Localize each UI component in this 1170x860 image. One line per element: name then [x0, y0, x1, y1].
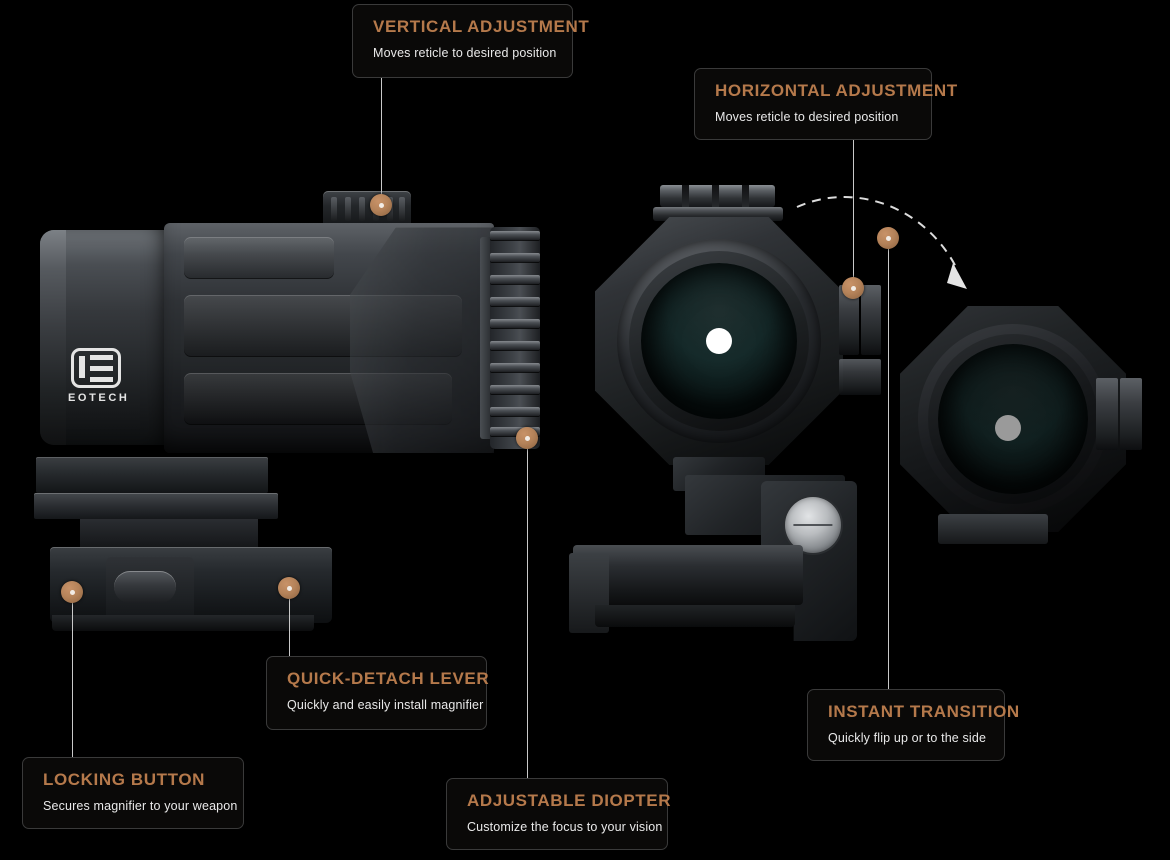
- callout-instant-transition[interactable]: INSTANT TRANSITION Quickly flip up or to…: [807, 689, 1020, 761]
- callout-quick-detach-lever[interactable]: QUICK-DETACH LEVER Quickly and easily in…: [266, 656, 490, 730]
- callout-title: QUICK-DETACH LEVER: [287, 669, 490, 688]
- marker-quick-detach-lever[interactable]: [278, 577, 300, 599]
- leader-locking-button: [72, 602, 73, 758]
- front-rail-clamp: [573, 545, 803, 605]
- magnifier-side-view: EOTECH: [28, 185, 558, 640]
- windage-adjustment-clamp-a[interactable]: [839, 285, 859, 355]
- mount-foot: [52, 615, 314, 631]
- pivot-lock-screw[interactable]: [785, 497, 841, 553]
- magnifier-flipped-view: [900, 300, 1150, 560]
- eotech-wordmark: EOTECH: [68, 392, 130, 404]
- callout-subtitle: Quickly and easily install magnifier: [287, 697, 484, 712]
- marker-instant-transition[interactable]: [877, 227, 899, 249]
- leader-instant-transition: [888, 248, 889, 689]
- marker-locking-button[interactable]: [61, 581, 83, 603]
- callout-vertical-adjustment[interactable]: VERTICAL ADJUSTMENT Moves reticle to des…: [352, 4, 590, 78]
- front-clamp-foot: [595, 605, 795, 627]
- callout-title: INSTANT TRANSITION: [828, 702, 1020, 721]
- leader-vertical-adjustment: [381, 78, 382, 198]
- callout-title: LOCKING BUTTON: [43, 770, 206, 789]
- adjustable-diopter-ring[interactable]: [490, 227, 540, 449]
- callout-subtitle: Moves reticle to desired position: [373, 45, 557, 60]
- callout-adjustable-diopter[interactable]: ADJUSTABLE DIOPTER Customize the focus t…: [446, 778, 672, 850]
- leader-horizontal-adjustment: [853, 140, 854, 287]
- magnifier-front-view: [565, 185, 905, 641]
- callout-locking-button[interactable]: LOCKING BUTTON Secures magnifier to your…: [22, 757, 244, 829]
- flipped-rail-clamp-a: [1096, 378, 1118, 450]
- quick-detach-lever[interactable]: [114, 571, 176, 603]
- callout-subtitle: Customize the focus to your vision: [467, 819, 663, 834]
- magnifier-body-housing: [164, 223, 494, 453]
- magnifier-tube: EOTECH: [40, 230, 170, 445]
- flipped-mount-base: [938, 514, 1048, 544]
- marker-horizontal-adjustment[interactable]: [842, 277, 864, 299]
- windage-adjustment-block: [839, 359, 881, 395]
- callout-horizontal-adjustment[interactable]: HORIZONTAL ADJUSTMENT Moves reticle to d…: [694, 68, 958, 140]
- windage-adjustment-clamp-b[interactable]: [861, 285, 881, 355]
- leader-adjustable-diopter: [527, 448, 528, 778]
- tube-front-cap: [40, 230, 66, 445]
- callout-subtitle: Moves reticle to desired position: [715, 109, 899, 124]
- marker-vertical-adjustment[interactable]: [370, 194, 392, 216]
- marker-adjustable-diopter[interactable]: [516, 427, 538, 449]
- mount-upper-plate: [36, 457, 268, 493]
- eotech-logo-mark: [71, 348, 121, 388]
- front-top-rail: [660, 185, 775, 207]
- mount-lower-plate: [34, 493, 278, 519]
- vertical-adjustment-turret[interactable]: [323, 191, 411, 227]
- flipped-lens-glint-highlight: [995, 415, 1021, 441]
- callout-title: ADJUSTABLE DIOPTER: [467, 791, 672, 810]
- flipped-rail-clamp-b: [1120, 378, 1142, 450]
- callout-title: VERTICAL ADJUSTMENT: [373, 17, 590, 36]
- lens-glint-highlight: [706, 328, 732, 354]
- callout-title: HORIZONTAL ADJUSTMENT: [715, 81, 958, 100]
- callout-subtitle: Quickly flip up or to the side: [828, 730, 987, 745]
- leader-quick-detach-lever: [289, 598, 290, 656]
- body-bevel-face: [350, 227, 494, 453]
- callout-subtitle: Secures magnifier to your weapon: [43, 798, 238, 813]
- eotech-logo: EOTECH: [68, 348, 130, 412]
- body-panel-top: [184, 237, 334, 279]
